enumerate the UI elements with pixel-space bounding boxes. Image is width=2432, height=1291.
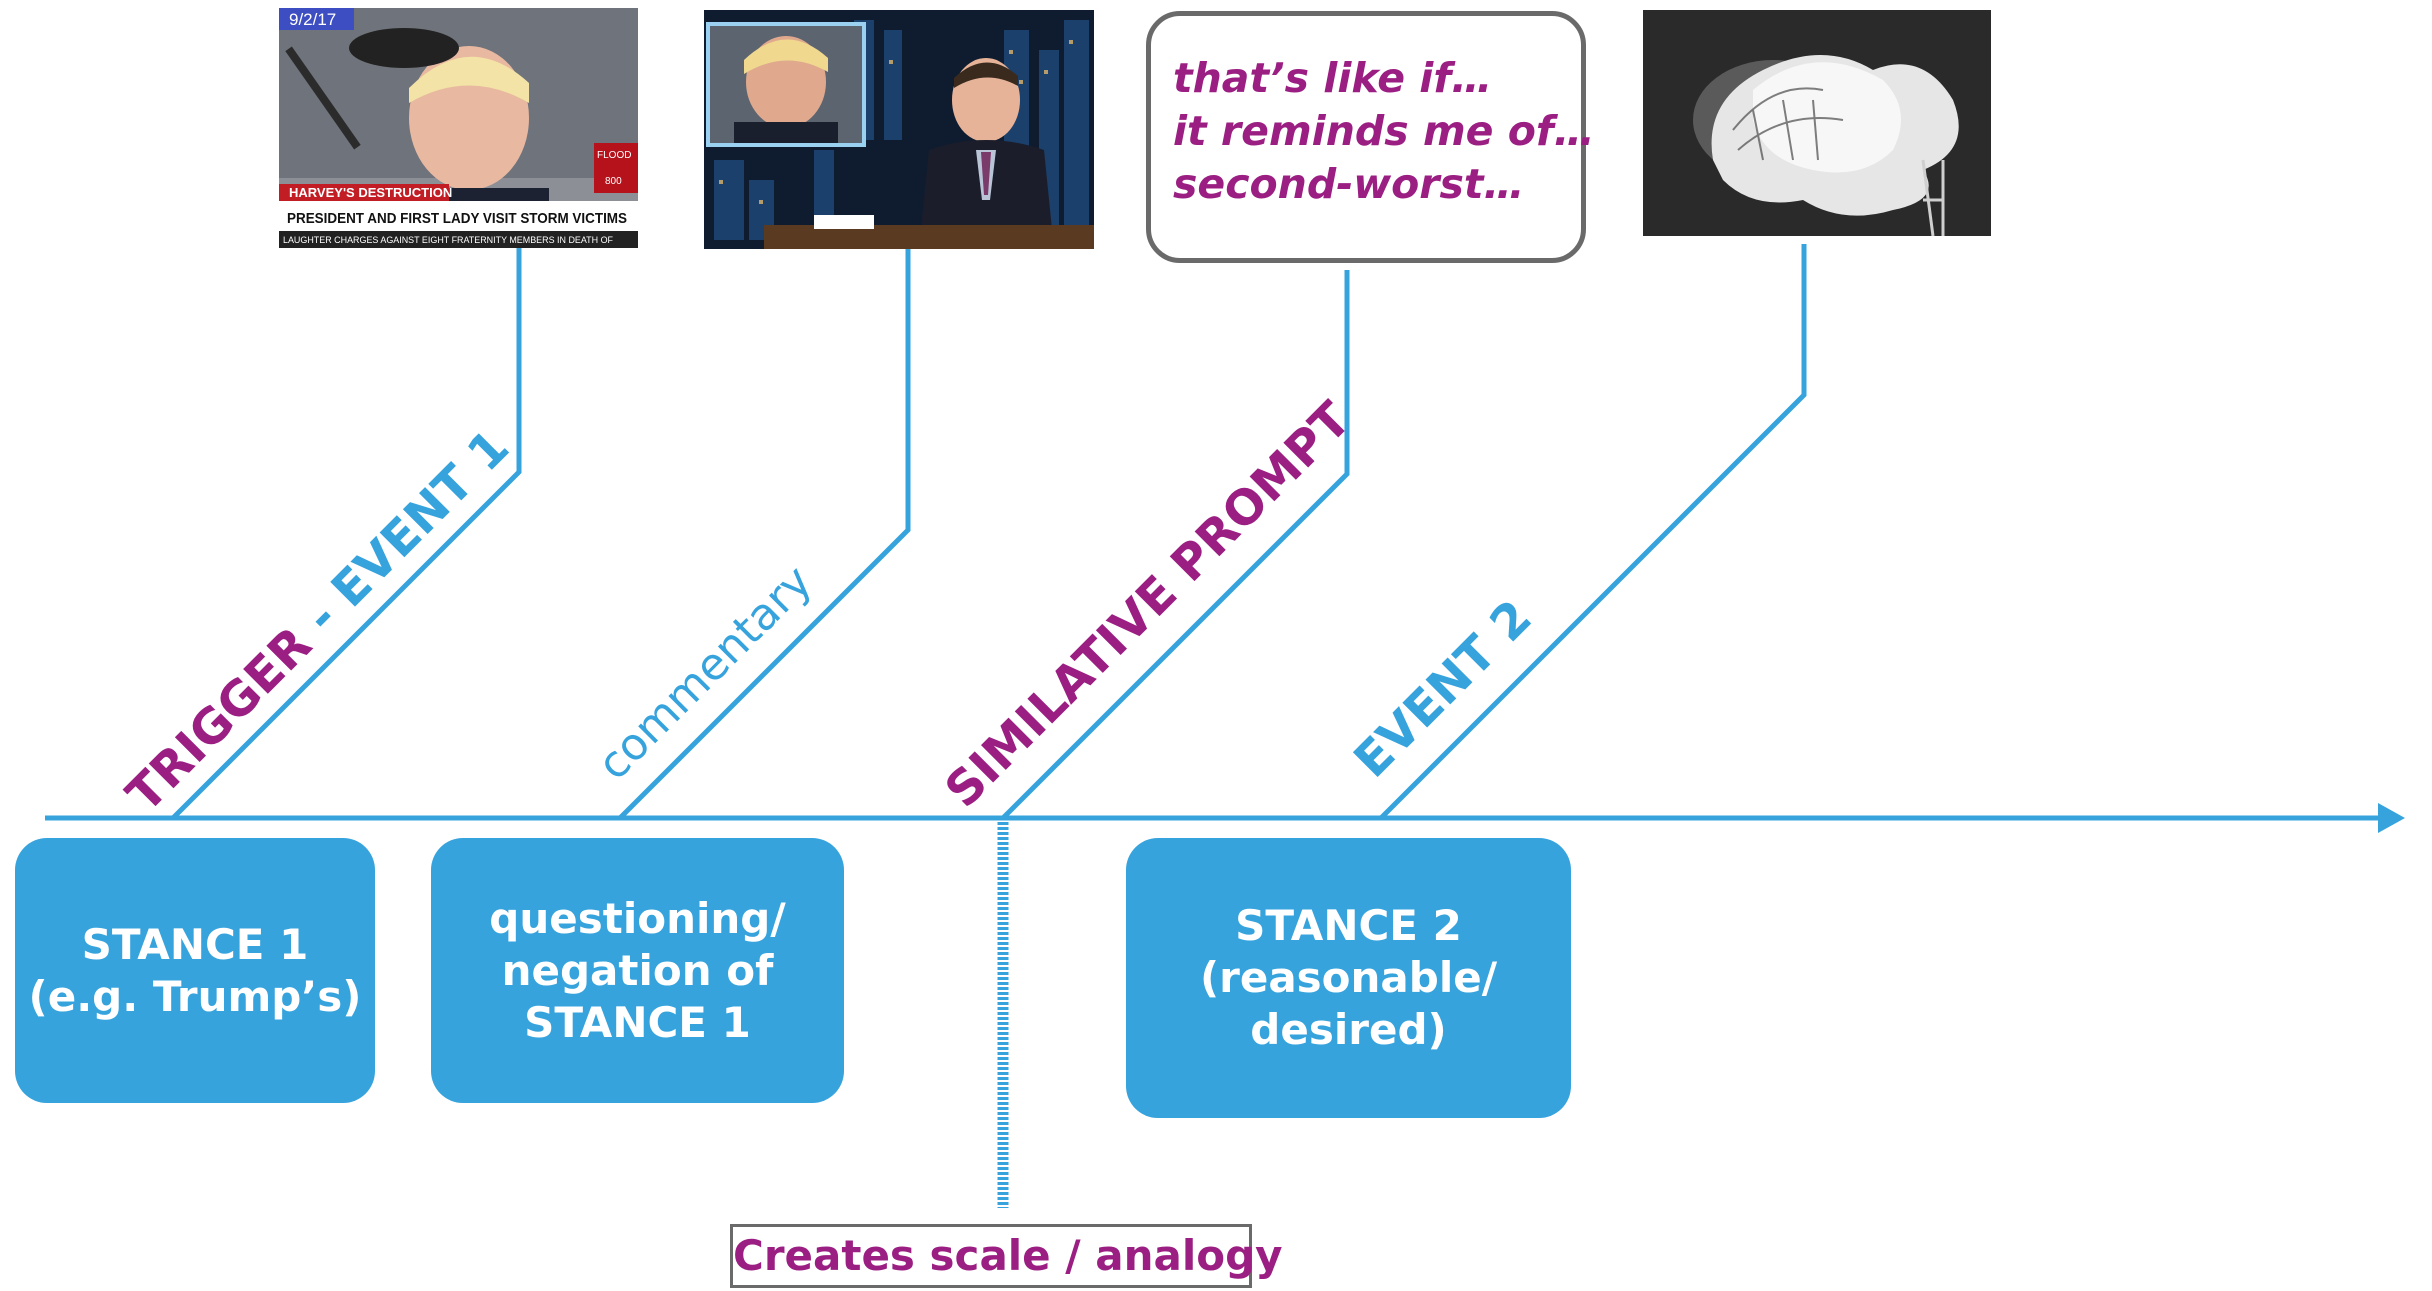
news-broadcast-photo: 9/2/17 FLOOD 800 HARVEY'S DESTRUCTION PR… bbox=[279, 8, 638, 248]
connector-trigger bbox=[171, 248, 522, 820]
negation-line-1: questioning/ bbox=[489, 893, 786, 943]
airship-disaster-photo bbox=[1643, 10, 1991, 236]
news-banner: HARVEY'S DESTRUCTION bbox=[289, 185, 452, 200]
similative-phrases-box: that’s like if… it reminds me of… second… bbox=[1146, 11, 1595, 263]
stance-1-box: STANCE 1 (e.g. Trump’s) bbox=[15, 838, 375, 1103]
airship-disaster-image bbox=[1643, 10, 1991, 236]
stance-2-title: STANCE 2 bbox=[1235, 901, 1462, 950]
scale-analogy-note: Creates scale / analogy bbox=[730, 1224, 1283, 1288]
late-night-show-photo bbox=[704, 10, 1094, 249]
stance-2-line-3: desired) bbox=[1250, 1005, 1447, 1054]
connector-similative bbox=[1001, 270, 1350, 820]
connector-event2 bbox=[1379, 244, 1807, 820]
negation-line-3: STANCE 1 bbox=[524, 997, 751, 1047]
news-ticker: LAUGHTER CHARGES AGAINST EIGHT FRATERNIT… bbox=[283, 235, 613, 245]
timeline-arrowhead bbox=[2378, 803, 2405, 833]
late-night-show-image bbox=[704, 10, 1094, 249]
negation-line-2: negation of bbox=[501, 945, 774, 995]
stance-2-line-2: (reasonable/ bbox=[1199, 953, 1498, 1002]
news-broadcast-image: 9/2/17 FLOOD 800 HARVEY'S DESTRUCTION PR… bbox=[279, 8, 638, 248]
stance-1-example: (e.g. Trump’s) bbox=[28, 971, 362, 1021]
stance-1-title: STANCE 1 bbox=[81, 919, 309, 969]
connector-commentary bbox=[618, 249, 911, 820]
similative-phrase: that’s like if… bbox=[1173, 54, 1493, 102]
news-side-tag: FLOOD bbox=[597, 150, 631, 161]
stance-2-box: STANCE 2 (reasonable/ desired) bbox=[1126, 838, 1571, 1118]
similative-phrase: second-worst… bbox=[1173, 160, 1525, 208]
news-date: 9/2/17 bbox=[289, 10, 336, 29]
similative-phrase: it reminds me of… bbox=[1173, 107, 1595, 155]
negation-box: questioning/ negation of STANCE 1 bbox=[431, 838, 844, 1103]
news-headline: PRESIDENT AND FIRST LADY VISIT STORM VIC… bbox=[287, 210, 627, 227]
news-side-count: 800 bbox=[605, 176, 622, 187]
